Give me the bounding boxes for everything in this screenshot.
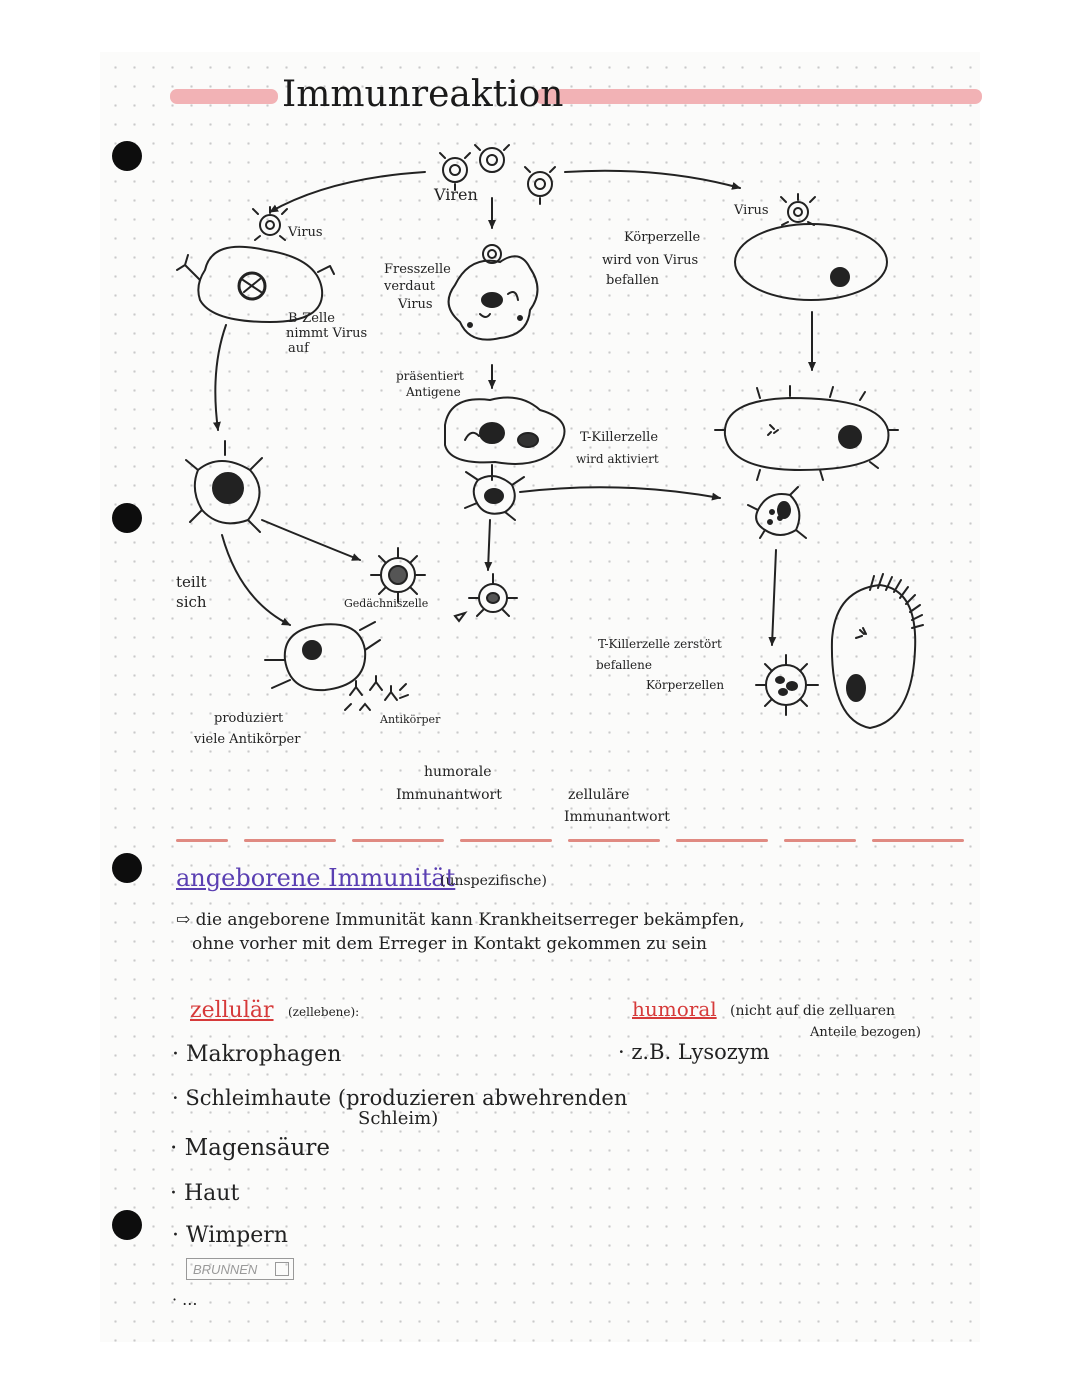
humoral-example: · z.B. Lysozym: [618, 1040, 770, 1064]
virus-cluster-icon: [439, 144, 556, 205]
list-item: Schleim): [358, 1108, 439, 1129]
label-koerperzelle: Körperzelle: [624, 230, 701, 245]
label-zellulaere-2: Immunantwort: [564, 809, 670, 825]
label-teilt-2: sich: [176, 593, 207, 611]
punch-hole: [112, 141, 142, 171]
label-koerperzelle-3: befallen: [606, 273, 659, 288]
humoral-sub-1: (nicht auf die zelluaren: [730, 1003, 896, 1019]
brand-mark-icon: [275, 1262, 289, 1276]
virus-icon: [780, 193, 816, 226]
list-item: · Makrophagen: [172, 1042, 342, 1067]
title-highlight-left: [170, 89, 278, 104]
label-zellulaere: zelluläre: [568, 787, 630, 803]
infected-body-cell-icon: [723, 396, 890, 472]
label-viren: Viren: [434, 185, 478, 204]
b-cell-icon: [197, 245, 324, 324]
virus-icon: [252, 206, 288, 241]
punch-hole: [112, 503, 142, 533]
dying-body-cell-icon: [830, 583, 917, 730]
list-item: · ...: [172, 1290, 198, 1309]
divider: [676, 839, 768, 842]
divider: [568, 839, 660, 842]
label-b-zelle-3: auf: [288, 341, 309, 356]
brand-logo: BRUNNEN: [186, 1258, 294, 1280]
punch-hole: [112, 1210, 142, 1240]
label-gedaechtniszelle: Gedächniszelle: [344, 597, 429, 610]
label-teilt: teilt: [176, 573, 207, 591]
label-tkiller-zerstoert-3: Körperzellen: [646, 678, 725, 692]
zellular-sub: (zellebene):: [288, 1005, 360, 1019]
label-humorale-2: Immunantwort: [396, 787, 502, 803]
list-item: · Magensäure: [170, 1135, 330, 1161]
label-b-zelle: B-Zelle: [288, 311, 335, 326]
plasma-cell-icon: [283, 623, 367, 692]
label-koerperzelle-2: wird von Virus: [602, 253, 699, 268]
definition-line-1: ⇨ die angeborene Immunität kann Krankhei…: [176, 910, 745, 930]
divider: [176, 839, 228, 842]
divider: [784, 839, 856, 842]
divider: [352, 839, 444, 842]
label-humorale: humorale: [424, 764, 492, 780]
definition-line-2: ohne vorher mit dem Erreger in Kontakt g…: [192, 934, 707, 954]
page-title: Immunreaktion: [282, 74, 564, 115]
label-praesentiert-2: Antigene: [406, 385, 461, 399]
label-antikoerper: Antikörper: [380, 713, 441, 726]
zellular-heading: zellulär: [190, 998, 274, 1023]
antigen-presenting-cell-icon: [444, 396, 566, 465]
humoral-sub-2: Anteile bezogen): [810, 1025, 921, 1040]
list-item: · Schleimhaute (produzieren abwehrenden: [172, 1086, 628, 1110]
divider: [244, 839, 336, 842]
antibody-icon: [344, 675, 409, 711]
label-produziert: produziert: [214, 711, 284, 726]
label-tkiller-zerstoert-2: befallene: [596, 658, 652, 672]
label-produziert-2: viele Antikörper: [194, 732, 301, 747]
list-item: · Haut: [170, 1181, 240, 1206]
humoral-heading: humoral: [632, 997, 717, 1021]
punch-hole: [112, 853, 142, 883]
divider: [872, 839, 964, 842]
label-virus-right: Virus: [734, 203, 769, 218]
phagocyte-icon: [447, 255, 539, 341]
notebook-page: [100, 52, 980, 1342]
label-tkiller-zerstoert: T-Killerzelle zerstört: [598, 637, 722, 651]
body-cell-icon: [734, 223, 888, 301]
label-fresszelle-2: verdaut: [384, 279, 435, 294]
section-heading-sub: (unspezifische): [440, 873, 547, 889]
label-b-zelle-2: nimmt Virus: [286, 326, 368, 341]
divider: [460, 839, 552, 842]
label-praesentiert: präsentiert: [396, 369, 464, 383]
label-tkiller: T-Killerzelle: [580, 430, 659, 445]
label-fresszelle: Fresszelle: [384, 262, 451, 277]
title-highlight-right: [535, 89, 982, 104]
label-tkiller-2: wird aktiviert: [576, 452, 659, 466]
label-fresszelle-3: Virus: [398, 297, 433, 312]
label-virus-left: Virus: [288, 225, 323, 240]
list-item: · Wimpern: [172, 1223, 288, 1248]
section-heading: angeborene Immunität: [176, 864, 456, 892]
